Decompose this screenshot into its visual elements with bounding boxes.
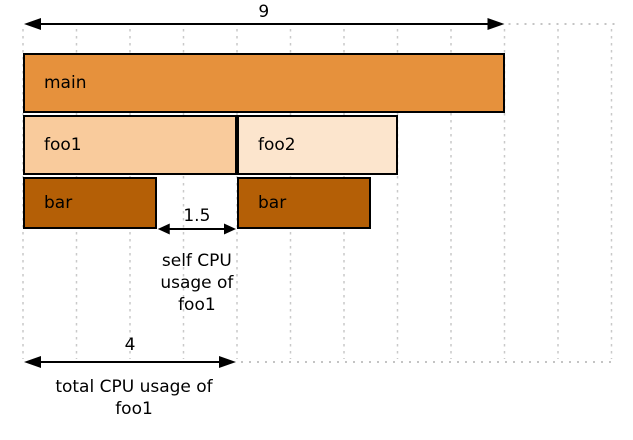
frame-label: bar <box>258 192 287 213</box>
total-cpu-value-label: 4 <box>124 335 136 355</box>
frame-bar-bar: bar <box>237 177 371 229</box>
self-cpu-caption-line: usage of <box>160 273 234 293</box>
frame-label: main <box>44 72 87 93</box>
self-cpu-caption-line: self CPU <box>161 251 232 271</box>
total-width-arrow-left-arrowhead-icon <box>24 18 41 30</box>
self-cpu-arrow-right-arrowhead-icon <box>224 223 236 235</box>
self-cpu-value-label: 1.5 <box>183 206 211 226</box>
total-cpu-caption-line: total CPU usage of <box>55 377 213 397</box>
frame-bar-foo1: foo1 <box>23 115 237 175</box>
self-cpu-caption: self CPU usage of foo1 <box>97 250 297 316</box>
total-cpu-arrow-right-arrowhead-icon <box>219 356 236 368</box>
frame-label: bar <box>44 192 73 213</box>
frame-label: foo1 <box>44 134 82 155</box>
total-cpu-arrow-left-arrowhead-icon <box>24 356 41 368</box>
frame-bar-main: main <box>23 53 505 113</box>
frame-label: foo2 <box>258 134 296 155</box>
total-cpu-caption: total CPU usage of foo1 <box>24 376 244 420</box>
total-cpu-caption-line: foo1 <box>115 399 153 419</box>
self-cpu-caption-line: foo1 <box>178 295 216 315</box>
frame-bar-bar: bar <box>23 177 157 229</box>
total-width-arrow-right-arrowhead-icon <box>487 18 505 30</box>
frame-bar-foo2: foo2 <box>237 115 398 175</box>
self-cpu-arrow-left-arrowhead-icon <box>157 223 170 235</box>
total-width-value-label: 9 <box>258 2 270 22</box>
